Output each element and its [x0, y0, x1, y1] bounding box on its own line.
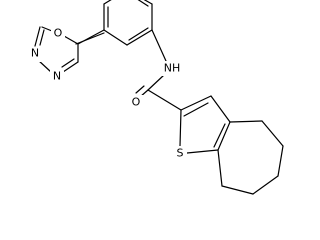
bond — [62, 61, 79, 73]
bond — [151, 29, 167, 62]
bond — [213, 123, 226, 148]
molecule-structure: O N N NH O S — [28, 0, 284, 195]
bond — [179, 109, 182, 147]
bond — [186, 149, 219, 154]
sulfur-thiophene-label: S — [177, 147, 184, 160]
bond — [229, 120, 263, 123]
bond — [183, 102, 209, 117]
bond — [135, 85, 145, 94]
bond — [126, 29, 153, 46]
nh-amide-label: NH — [164, 62, 181, 75]
bond — [41, 26, 53, 32]
bond — [137, 0, 149, 7]
bond — [221, 185, 254, 195]
bond — [147, 74, 165, 91]
nitrogen-oxadiazole-label-1: N — [31, 47, 39, 60]
bond — [210, 95, 231, 123]
bond — [77, 29, 105, 45]
bond — [128, 27, 149, 41]
bond — [147, 89, 182, 111]
bond — [63, 35, 79, 45]
phenyl-ring — [103, 0, 153, 46]
bond — [34, 26, 41, 47]
nitrogen-oxadiazole-label-2: N — [53, 70, 61, 83]
bond — [217, 149, 223, 187]
oxygen-carbonyl-label: O — [132, 96, 141, 109]
atom-labels: O N N NH O S — [28, 25, 187, 161]
amide-linkage — [135, 29, 182, 111]
bond — [180, 95, 212, 111]
bond — [277, 145, 284, 177]
bond — [261, 120, 284, 147]
bond — [252, 175, 279, 195]
bond — [103, 0, 112, 5]
bond — [61, 58, 75, 68]
bond — [217, 121, 231, 151]
oxadiazole-phenyl-bond — [77, 29, 105, 45]
bond — [143, 0, 153, 5]
thiophene-ring — [179, 95, 231, 154]
cycloheptane-ring — [217, 120, 284, 195]
oxygen-oxadiazole-label: O — [54, 27, 63, 40]
bond — [39, 29, 45, 46]
bond — [103, 29, 128, 46]
